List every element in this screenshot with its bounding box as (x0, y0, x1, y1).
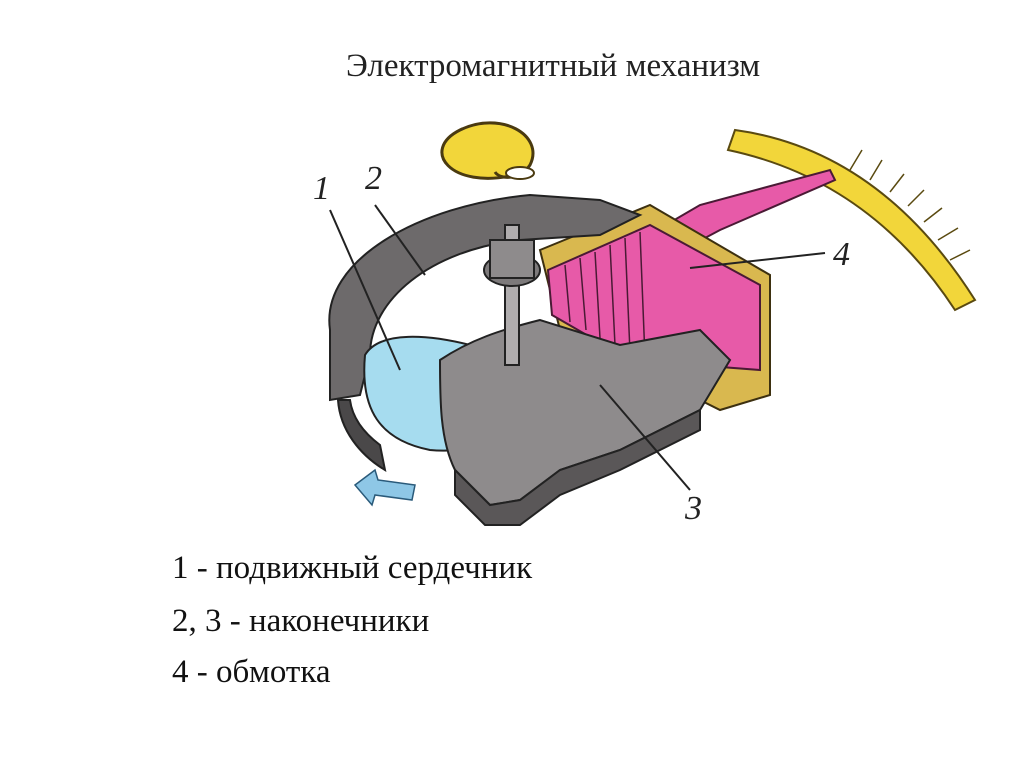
coil-winding (546, 223, 761, 372)
rotation-arrow (353, 468, 416, 507)
spiral-spring (440, 121, 535, 180)
leader-line-1 (329, 209, 401, 371)
axle (483, 224, 541, 366)
legend-item-moving-core: 1 - подвижный сердечник (172, 550, 533, 586)
callout-4: 4 (833, 236, 850, 273)
pole-piece-upper-edge (336, 399, 387, 473)
callout-2: 2 (365, 160, 382, 197)
base-plate (454, 408, 701, 526)
callout-1: 1 (313, 170, 330, 207)
legend-item-pole-pieces: 2, 3 - наконечники (172, 603, 430, 639)
legend-item-winding: 4 - обмотка (172, 654, 331, 690)
instrument-scale (726, 128, 977, 312)
leader-line-4 (689, 252, 826, 269)
leader-line-3 (599, 384, 691, 491)
diagram-title: Электромагнитный механизм (346, 48, 761, 84)
leader-line-2 (374, 204, 426, 276)
callout-3: 3 (685, 490, 702, 527)
